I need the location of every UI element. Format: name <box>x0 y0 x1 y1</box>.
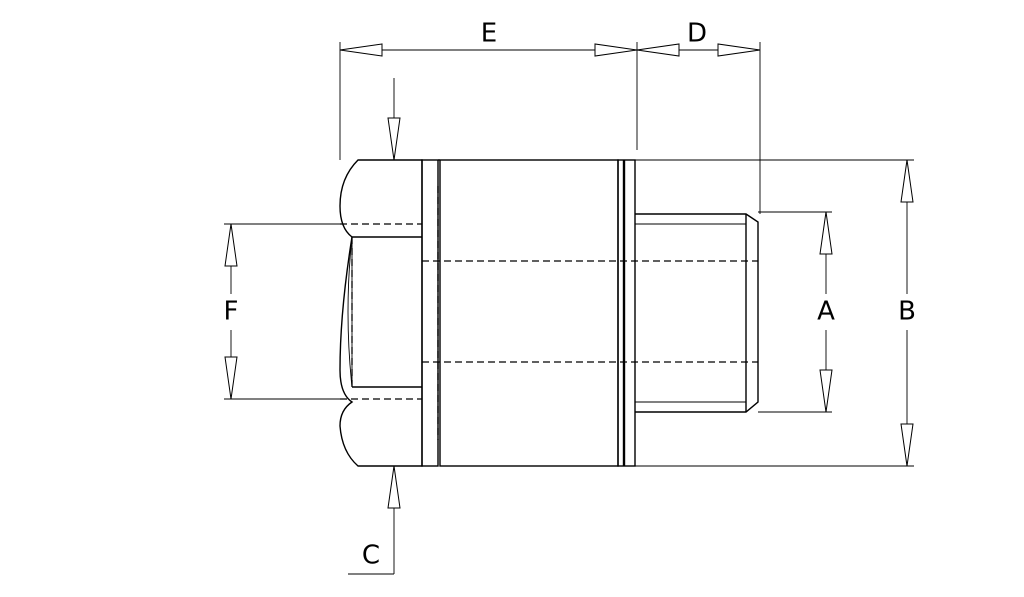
arrowhead-down-icon <box>819 369 833 413</box>
arrowhead-up-icon <box>900 159 914 203</box>
dimension-b: B <box>635 159 916 467</box>
dimension-e: E <box>339 19 638 160</box>
dimension-d: D <box>636 19 761 214</box>
dimension-f: F <box>224 223 340 400</box>
arrowhead-up-icon <box>224 223 238 267</box>
arrowhead-right-icon <box>717 43 761 57</box>
arrowhead-up-icon <box>819 211 833 255</box>
flange-ring <box>421 159 440 467</box>
hidden-bore-lines <box>340 186 758 440</box>
dimension-a: A <box>758 211 835 413</box>
dimension-label-a: A <box>817 297 835 327</box>
dimension-label-c: C <box>362 541 380 571</box>
dimension-c: C <box>348 78 401 575</box>
arrowhead-down-icon <box>224 356 238 400</box>
hex-head <box>339 159 423 467</box>
arrowhead-left-icon <box>339 43 383 57</box>
dimension-label-f: F <box>224 297 239 327</box>
part-outline <box>339 159 759 467</box>
arrowhead-down-icon <box>387 117 401 161</box>
dimension-label-d: D <box>687 19 707 49</box>
arrowhead-left-icon <box>636 43 680 57</box>
threaded-shank <box>635 213 759 413</box>
arrowhead-up-icon <box>387 465 401 509</box>
dimension-label-b: B <box>898 297 916 327</box>
arrowhead-right-icon <box>594 43 638 57</box>
main-body <box>439 159 636 467</box>
arrowhead-down-icon <box>900 423 914 467</box>
dimension-label-e: E <box>481 19 497 49</box>
